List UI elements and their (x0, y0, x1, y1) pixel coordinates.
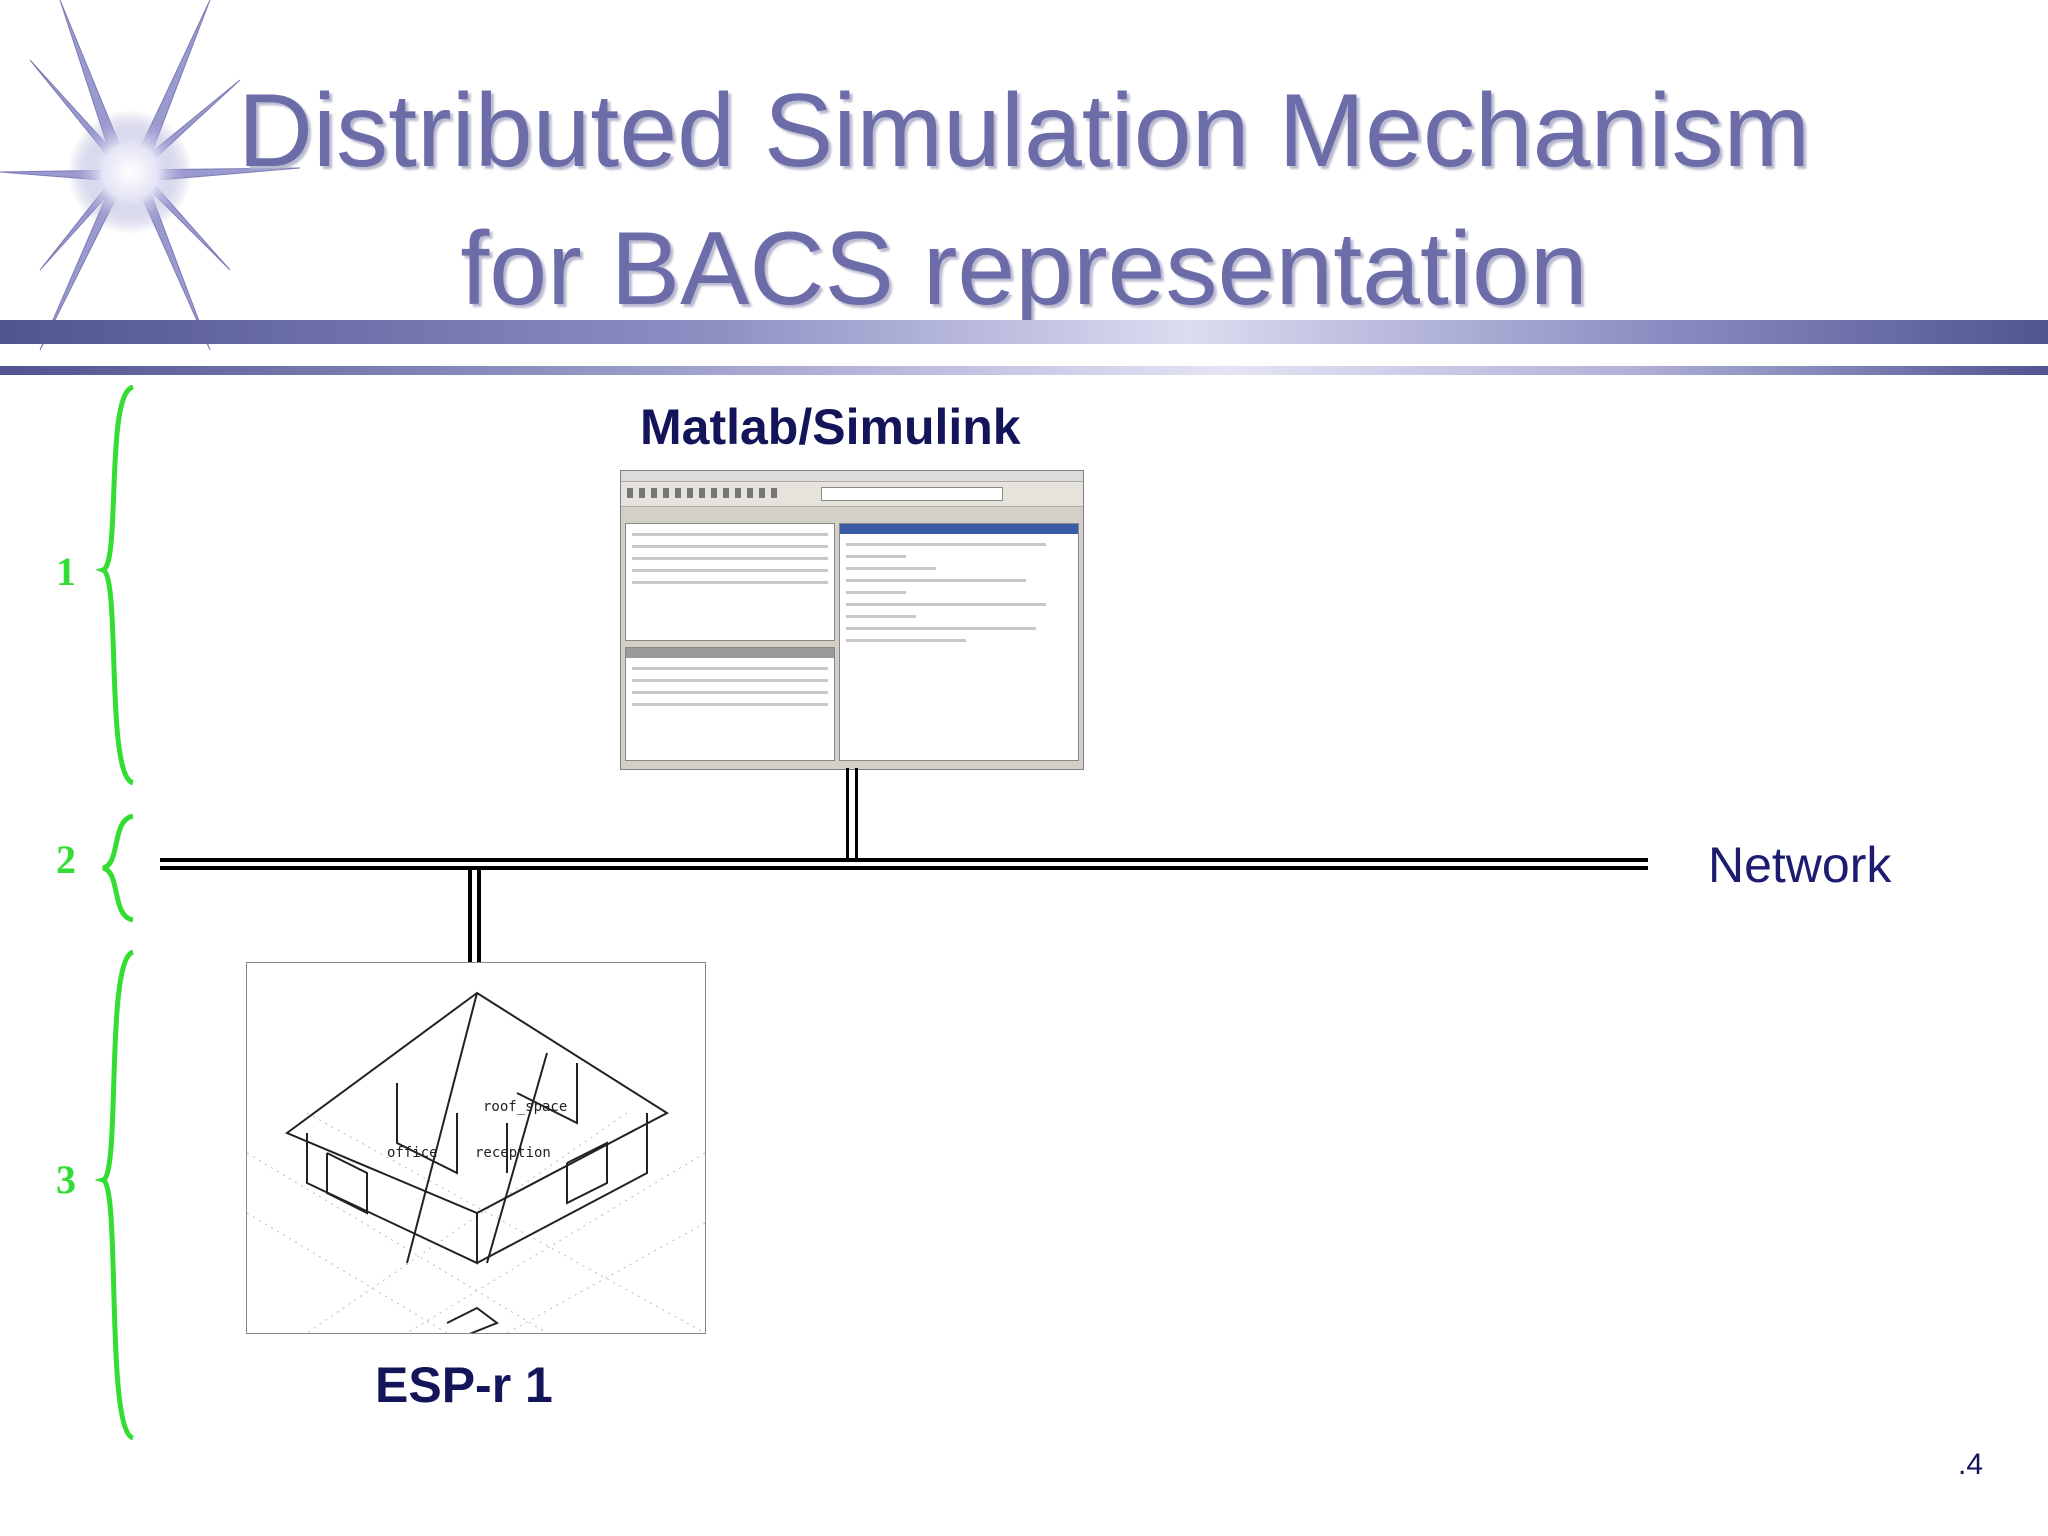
room-label-roof-space: roof_space (483, 1099, 568, 1115)
matlab-workspace-pane (625, 523, 835, 641)
matlab-connector (846, 768, 849, 860)
layer-number-2: 2 (56, 837, 76, 882)
matlab-connector-2 (855, 768, 858, 860)
matlab-titlebar (621, 471, 1083, 482)
esp-connector (468, 870, 472, 962)
matlab-history-pane (625, 647, 835, 761)
matlab-simulink-label: Matlab/Simulink (640, 399, 1021, 455)
esp-r-house-drawing: roof_space office reception (246, 962, 706, 1336)
room-label-reception: reception (475, 1145, 551, 1161)
header-rule-thick (0, 320, 2048, 344)
house-wireframe-icon (246, 991, 706, 1336)
title-line-1: Distributed Simulation Mechanism (237, 73, 1811, 189)
network-bus-lower (160, 866, 1648, 870)
layer-number-3: 3 (56, 1157, 76, 1202)
header-rule-thin (0, 366, 2048, 375)
layer-brace-2 (101, 814, 134, 922)
slide-title: Distributed Simulation Mechanism for BAC… (0, 62, 2048, 338)
layer-brace-1 (95, 385, 135, 785)
layer-number-1: 1 (56, 549, 76, 594)
room-label-office: office (387, 1145, 438, 1161)
matlab-screenshot (620, 470, 1084, 770)
network-label: Network (1708, 837, 1892, 893)
matlab-command-window (839, 523, 1079, 761)
esp-r-label: ESP-r 1 (375, 1357, 553, 1413)
page-number: .4 (1958, 1448, 1984, 1481)
network-bus (160, 858, 1648, 862)
matlab-toolbar (621, 482, 1083, 507)
esp-connector-2 (477, 870, 481, 962)
title-line-2: for BACS representation (460, 211, 1588, 327)
star-burst-icon (0, 0, 300, 351)
layer-brace-3 (95, 950, 135, 1440)
